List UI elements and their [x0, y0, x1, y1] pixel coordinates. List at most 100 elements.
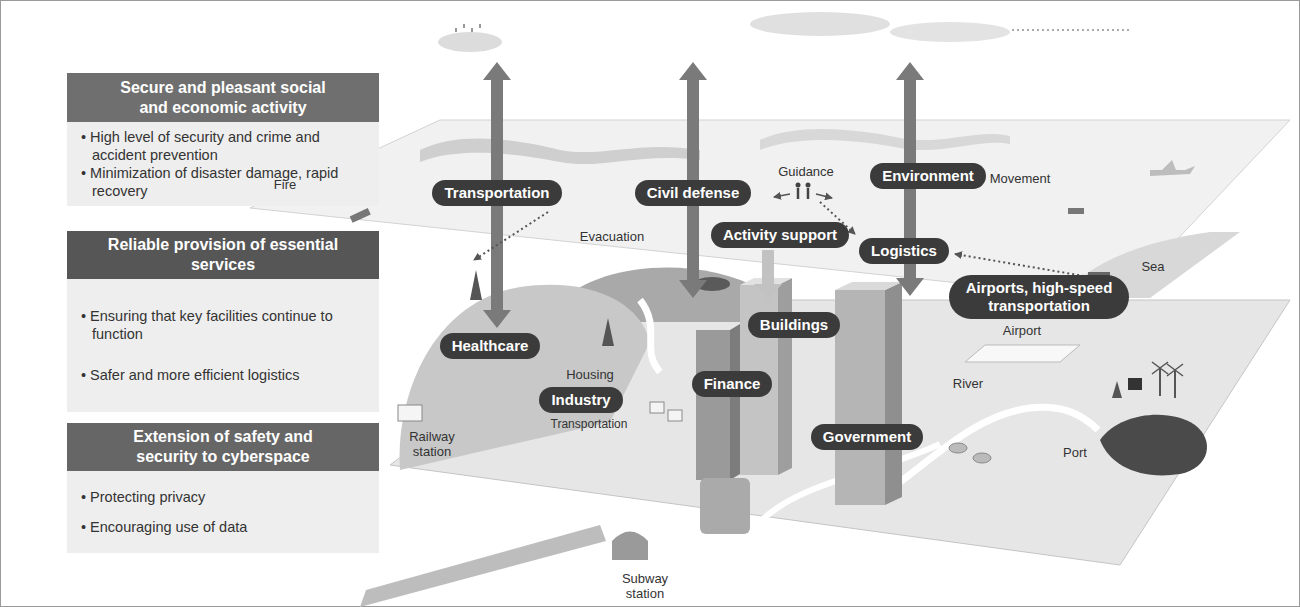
- subway-tunnel: [360, 525, 606, 607]
- place-label: Guidance: [778, 164, 834, 179]
- place-label: Fire: [274, 177, 296, 192]
- tree: [470, 270, 482, 300]
- person: [797, 188, 800, 199]
- person: [806, 183, 811, 188]
- panel-body: • Protecting privacy • Encouraging use of…: [67, 471, 379, 553]
- domain-pill: Logistics: [859, 238, 949, 264]
- domain-pill: Healthcare: [440, 333, 541, 359]
- cloud: [438, 32, 502, 52]
- pill-label: Government: [823, 428, 911, 446]
- pill-label: Environment: [882, 167, 974, 185]
- pill-label: Civil defense: [647, 184, 740, 202]
- panel-header: Secure and pleasant social and economic …: [67, 73, 379, 122]
- person: [796, 183, 801, 188]
- domain-pill: Civil defense: [635, 180, 752, 206]
- guidance-arrow: [774, 194, 790, 197]
- bullet-item: • Encouraging use of data: [81, 518, 359, 536]
- pill-label: Industry: [551, 391, 610, 409]
- place-label: Airport: [1003, 323, 1041, 338]
- cloud: [890, 22, 1010, 42]
- pill-label: Buildings: [760, 316, 828, 334]
- windmill-blades: [1152, 362, 1183, 376]
- airplane: [1150, 160, 1195, 176]
- dotted-arrow: [955, 254, 1084, 276]
- domain-pill: Government: [811, 424, 923, 450]
- pill-label: Airports, high-speed transportation: [959, 279, 1119, 315]
- ribbon-cloud: [760, 129, 1010, 150]
- cloud: [750, 12, 890, 36]
- panel-header: Extension of safety and security to cybe…: [67, 423, 379, 471]
- place-label: Sea: [1141, 259, 1164, 274]
- ribbon-cloud: [420, 138, 700, 164]
- guidance-arrow: [816, 194, 832, 198]
- panel-title: Extension of safety and security to cybe…: [107, 427, 339, 467]
- windmill: [1174, 370, 1176, 398]
- ship: [1068, 208, 1084, 214]
- upper-plane: [250, 120, 1290, 300]
- bullet-item: • High level of security and crime and a…: [81, 128, 359, 164]
- panel-title: Reliable provision of essential services: [87, 235, 359, 275]
- subway-entrance: [612, 532, 648, 561]
- bullet-item: • Ensuring that key facilities continue …: [81, 307, 359, 343]
- goal-panel: Extension of safety and security to cybe…: [67, 423, 379, 553]
- domain-pill: Environment: [870, 163, 986, 189]
- river: [640, 300, 660, 372]
- front-hill: [400, 285, 650, 470]
- panel-body: • Ensuring that key facilities continue …: [67, 279, 379, 412]
- windmill: [1159, 368, 1161, 396]
- tank: [973, 453, 991, 463]
- building: [700, 478, 750, 534]
- domain-pill: Finance: [692, 371, 773, 397]
- pill-label: Logistics: [871, 242, 937, 260]
- place-label: Evacuation: [580, 229, 644, 244]
- goal-panel: Reliable provision of essential services…: [67, 231, 379, 412]
- train: [350, 208, 371, 223]
- house: [650, 402, 664, 413]
- place-label: Movement: [990, 171, 1051, 186]
- place-label: River: [953, 376, 983, 391]
- pill-label: Finance: [704, 375, 761, 393]
- down-arrow: [754, 250, 782, 300]
- place-label: Subway station: [618, 571, 673, 601]
- pill-label: Activity support: [723, 226, 837, 244]
- river: [900, 407, 1098, 482]
- tank: [949, 443, 967, 453]
- building-side: [885, 282, 902, 505]
- domain-pill: Buildings: [748, 312, 840, 338]
- pill-label: Transportation: [444, 184, 549, 202]
- goal-panel: Secure and pleasant social and economic …: [67, 73, 379, 206]
- dotted-path: [1012, 29, 1130, 31]
- panel-header: Reliable provision of essential services: [67, 231, 379, 279]
- runway: [965, 345, 1080, 362]
- small-building: [1128, 378, 1142, 390]
- place-label: Transportation: [551, 417, 628, 432]
- bullet-item: • Protecting privacy: [81, 488, 359, 506]
- domain-pill: Industry: [539, 387, 622, 413]
- building: [835, 290, 885, 505]
- person: [807, 188, 810, 199]
- port-water: [1100, 415, 1207, 476]
- tree: [602, 318, 614, 346]
- place-label: Housing: [566, 367, 614, 382]
- dotted-arrow: [474, 212, 548, 260]
- domain-pill: Airports, high-speed transportation: [949, 275, 1129, 319]
- pill-label: Healthcare: [452, 337, 529, 355]
- building: [696, 330, 730, 480]
- bullet-item: • Safer and more efficient logistics: [81, 366, 359, 384]
- bullet-item: • Minimization of disaster damage, rapid…: [81, 164, 359, 200]
- station-building: [398, 405, 422, 421]
- panel-title: Secure and pleasant social and economic …: [107, 78, 339, 118]
- rain: [456, 24, 480, 32]
- building-side: [778, 278, 792, 475]
- domain-pill: Transportation: [432, 180, 561, 206]
- building-top: [835, 282, 902, 290]
- building-side: [730, 324, 740, 480]
- panel-body: • High level of security and crime and a…: [67, 122, 379, 206]
- domain-pill: Activity support: [711, 222, 849, 248]
- house: [668, 410, 682, 421]
- place-label: Port: [1063, 445, 1087, 460]
- tree: [1112, 381, 1122, 398]
- place-label: Railway station: [405, 429, 460, 459]
